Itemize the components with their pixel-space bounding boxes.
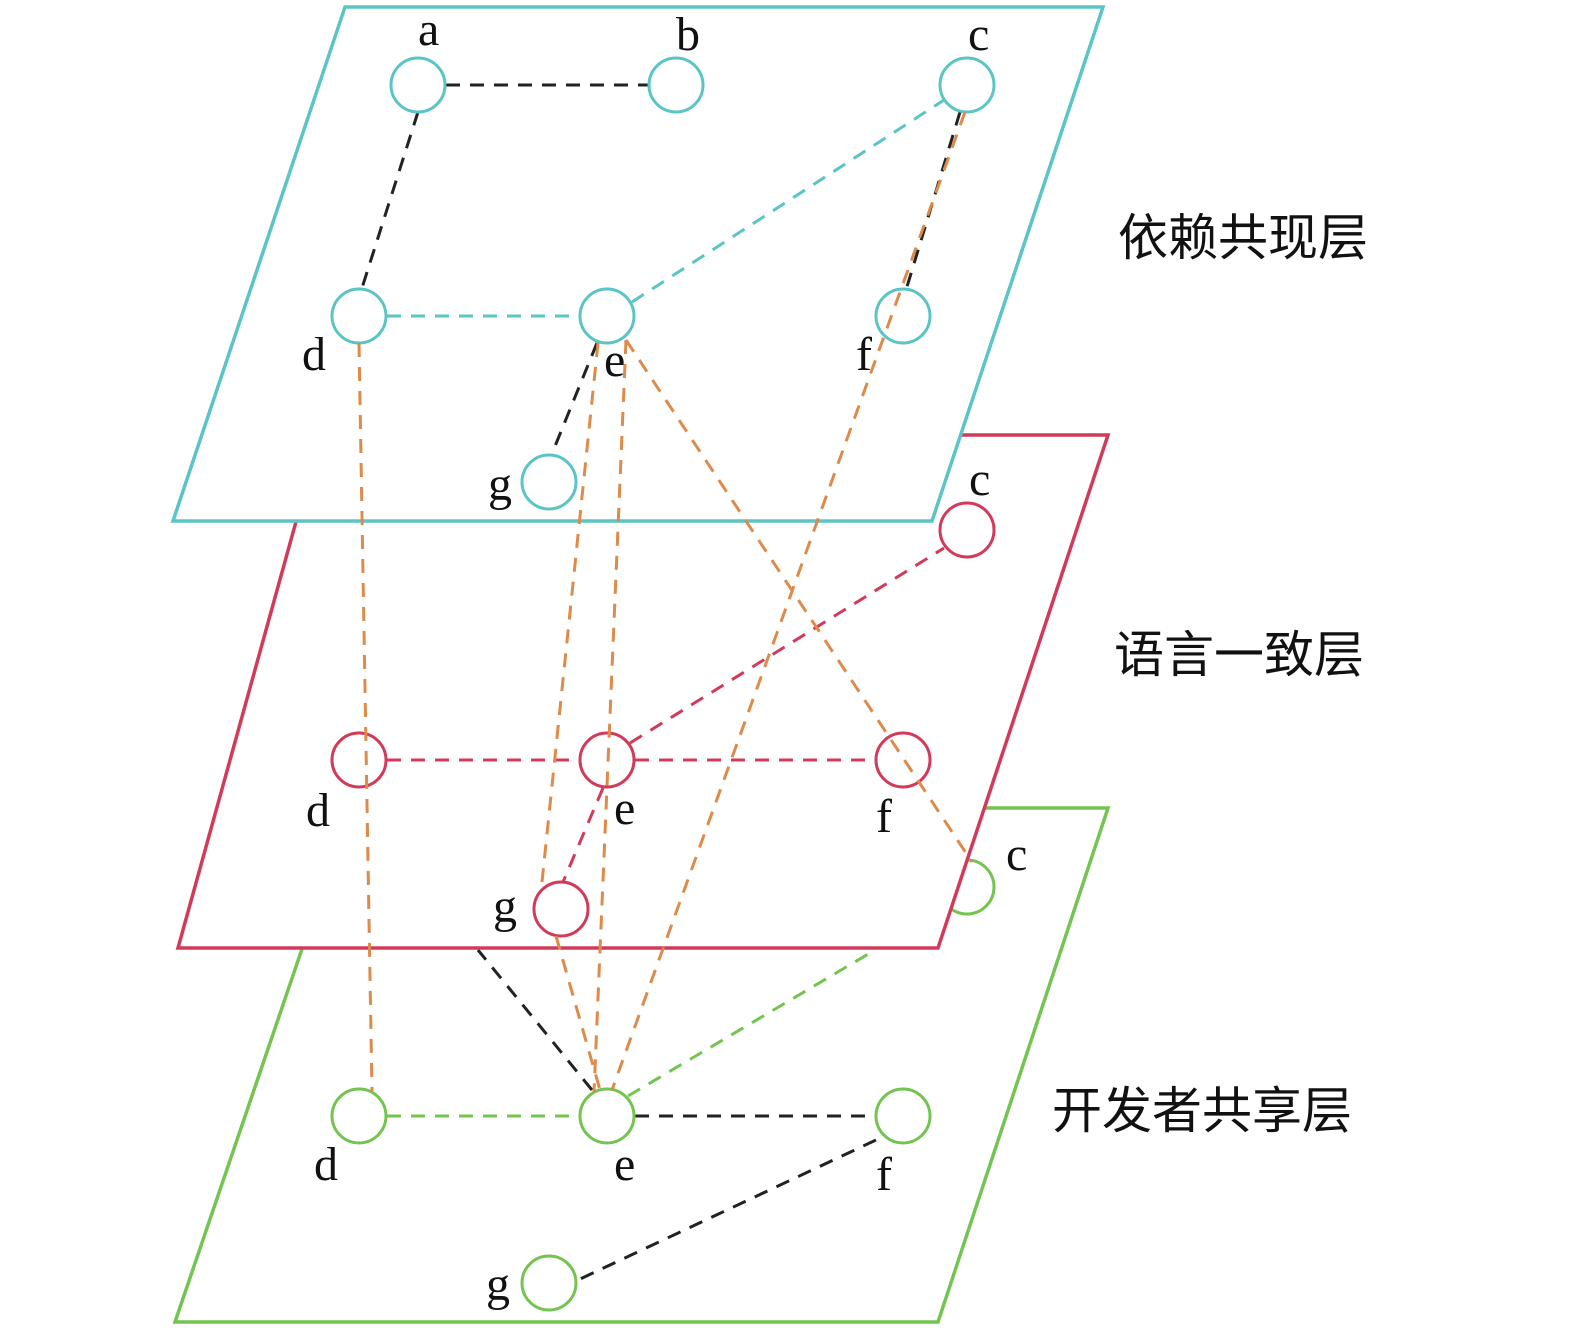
label-top-a: a (418, 3, 439, 56)
node-middle-g (532, 880, 590, 938)
edge-top-e-g (549, 342, 599, 457)
node-bottom-g (520, 1254, 578, 1312)
plane-top (170, 5, 1106, 523)
node-top-d (330, 287, 388, 345)
node-bottom-d (330, 1087, 388, 1145)
node-top-a (389, 56, 447, 114)
label-middle-d: d (306, 784, 330, 837)
edge-bottom-e-g (476, 949, 594, 1091)
edge-top-e-c (631, 98, 945, 304)
label-bottom-e: e (614, 1138, 635, 1191)
label-middle-f: f (876, 790, 892, 843)
edge-top-a-d (360, 111, 420, 289)
label-bottom-c: c (1006, 828, 1027, 881)
layer-label-top: 依赖共现层 (1118, 209, 1368, 267)
node-top-b (647, 56, 705, 114)
layer-dependency-cooccurrence: a b c d e f g (170, 3, 1106, 523)
layer-label-middle: 语言一致层 (1114, 626, 1364, 684)
node-middle-f (874, 731, 932, 789)
label-middle-g: g (493, 880, 517, 933)
node-top-c (938, 56, 996, 114)
layer-language-consistency: c d e f g (175, 433, 1111, 950)
edge-coupling-e-top-bottom (592, 339, 628, 1093)
inter-layer-edges (357, 111, 974, 1093)
edge-coupling-e-top-c-bottom (624, 339, 974, 863)
label-bottom-f: f (876, 1148, 892, 1201)
label-middle-e: e (614, 782, 635, 835)
label-top-d: d (302, 328, 326, 381)
node-top-e (578, 287, 636, 345)
node-top-g (520, 453, 578, 511)
edge-coupling-d-top-bottom (357, 342, 374, 1093)
edge-coupling-g-middle-e-bottom (554, 935, 602, 1091)
layer-label-bottom: 开发者共享层 (1052, 1082, 1352, 1140)
label-top-g: g (488, 458, 512, 511)
node-middle-d (330, 731, 388, 789)
node-bottom-f (874, 1087, 932, 1145)
edge-middle-e-c (629, 546, 945, 745)
node-bottom-e (578, 1087, 636, 1145)
edge-middle-e-g (561, 787, 605, 883)
label-top-f: f (856, 328, 872, 381)
label-middle-c: c (969, 453, 990, 506)
edge-top-c-f (904, 111, 962, 291)
label-bottom-g: g (486, 1258, 510, 1311)
label-top-c: c (968, 8, 989, 61)
label-bottom-d: d (314, 1138, 338, 1191)
label-top-e: e (604, 334, 625, 387)
edge-bottom-f-g (577, 1138, 877, 1282)
edge-coupling-c-top-e-bottom (610, 111, 967, 1091)
edge-coupling-e-top-g-middle (540, 342, 600, 883)
node-top-f (874, 287, 932, 345)
node-middle-c (938, 501, 996, 559)
label-top-b: b (676, 8, 700, 61)
